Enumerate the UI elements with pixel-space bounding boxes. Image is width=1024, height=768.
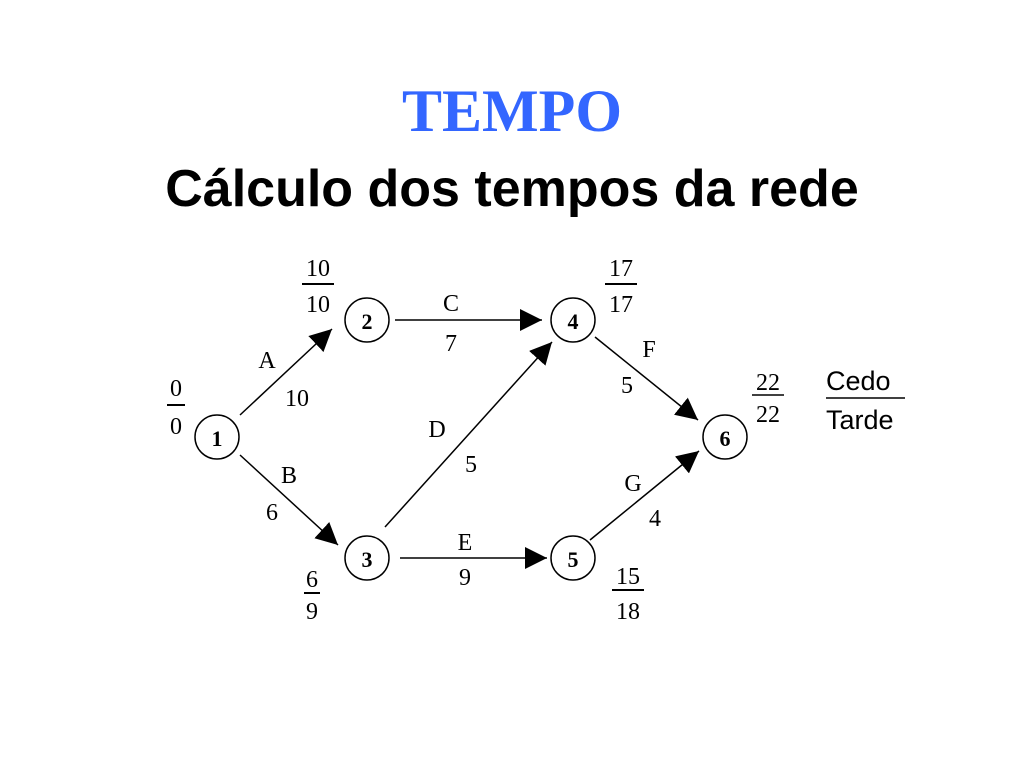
node-2-early: 10 xyxy=(306,256,330,282)
node-3-early: 6 xyxy=(306,567,318,593)
node-5: 5 xyxy=(550,535,596,581)
node-6: 6 xyxy=(702,414,748,460)
legend: Cedo Tarde xyxy=(826,366,905,435)
activity-e-duration: 9 xyxy=(459,565,471,591)
edge-a xyxy=(239,328,333,416)
node-6-early: 22 xyxy=(756,370,780,396)
node-3-late: 9 xyxy=(306,599,318,625)
node-1-early: 0 xyxy=(170,376,182,402)
node-5-label: 5 xyxy=(568,547,579,572)
node-6-label: 6 xyxy=(720,426,731,451)
activity-b-duration: 6 xyxy=(266,500,278,526)
activity-f-name: F xyxy=(642,337,655,363)
slide-title: TEMPO xyxy=(402,78,622,144)
node-3-label: 3 xyxy=(362,547,373,572)
node-4: 4 xyxy=(550,297,596,343)
edge-d xyxy=(384,341,553,528)
node-5-late: 18 xyxy=(616,599,640,625)
node-2-label: 2 xyxy=(362,309,373,334)
legend-late-label: Tarde xyxy=(826,405,894,435)
slide-subtitle: Cálculo dos tempos da rede xyxy=(165,160,859,218)
node-5-early: 15 xyxy=(616,564,640,590)
edge-b xyxy=(239,454,339,546)
activity-b-name: B xyxy=(281,463,297,489)
legend-early-label: Cedo xyxy=(826,366,891,396)
node-4-late: 17 xyxy=(609,292,633,318)
node-4-label: 4 xyxy=(568,309,579,334)
activity-d-duration: 5 xyxy=(465,452,477,478)
activity-f-duration: 5 xyxy=(621,373,633,399)
activity-e-name: E xyxy=(458,530,473,556)
node-3: 3 xyxy=(344,535,390,581)
node-2-late: 10 xyxy=(306,292,330,318)
node-4-early: 17 xyxy=(609,256,633,282)
activity-d-name: D xyxy=(428,417,445,443)
node-1: 1 xyxy=(194,414,240,460)
activity-c-name: C xyxy=(443,291,459,317)
edge-g xyxy=(589,450,700,541)
activity-c-duration: 7 xyxy=(445,331,457,357)
edges xyxy=(239,309,700,569)
node-6-late: 22 xyxy=(756,402,780,428)
activity-a-duration: 10 xyxy=(285,386,309,412)
activity-g-name: G xyxy=(624,471,641,497)
activity-a-name: A xyxy=(258,348,276,374)
activity-labels: A 10 B 6 C 7 D 5 E 9 F 5 G 4 xyxy=(258,291,661,591)
activity-g-duration: 4 xyxy=(649,506,661,532)
edge-f xyxy=(594,336,699,421)
node-times: 0 0 10 10 6 9 17 17 15 18 22 22 xyxy=(167,256,784,625)
node-2: 2 xyxy=(344,297,390,343)
node-1-label: 1 xyxy=(212,426,223,451)
node-1-late: 0 xyxy=(170,414,182,440)
